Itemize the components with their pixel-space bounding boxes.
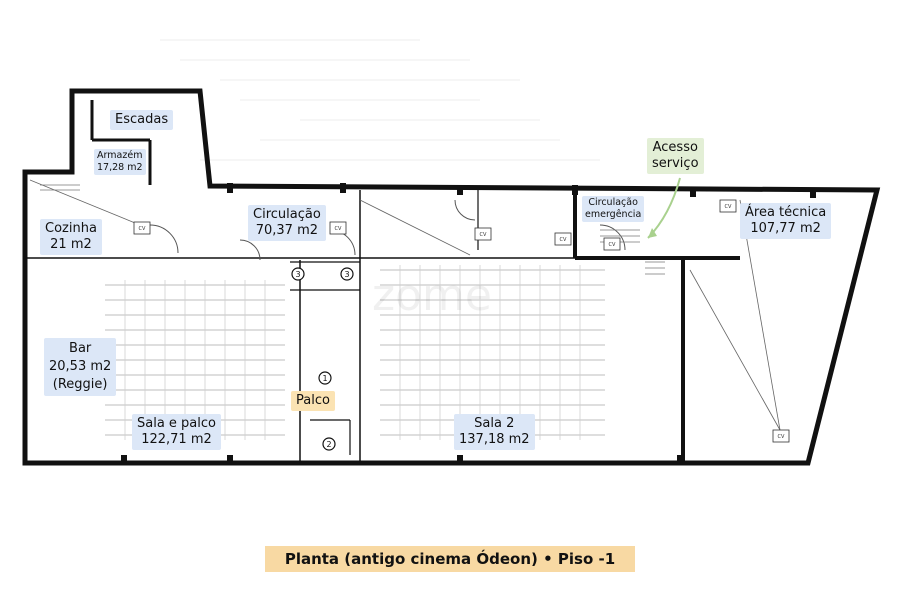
- watermark: zome: [372, 270, 492, 321]
- room-name: Armazém: [97, 150, 143, 161]
- cv-tag: CV: [725, 204, 732, 210]
- room-name: Cozinha: [45, 221, 97, 236]
- background-sketch: [160, 39, 600, 161]
- cv-tag: CV: [480, 232, 487, 238]
- marker-number: 3: [344, 270, 349, 279]
- marker-number: 2: [326, 440, 331, 449]
- room-subtitle: (Reggie): [52, 377, 108, 392]
- room-area: 70,37 m2: [255, 223, 319, 238]
- label-armazem: Armazém 17,28 m2: [94, 149, 146, 175]
- room-name: Escadas: [115, 112, 169, 127]
- outer-wall: [22, 88, 881, 466]
- room-name: Circulação: [253, 207, 321, 222]
- marker-circle: [322, 437, 336, 451]
- marker-number: 3: [295, 270, 300, 279]
- cv-tag: CV: [560, 237, 567, 243]
- cv-boxes: CV CV CV CV CV CV CV: [133, 199, 790, 443]
- room-name: Sala 2: [474, 416, 515, 431]
- label-acesso-servico: Acesso serviço: [647, 138, 704, 174]
- label-palco: Palco: [291, 391, 335, 411]
- plan-caption: Planta (antigo cinema Ódeon) • Piso -1: [265, 546, 635, 572]
- label-circulacao-emergencia: Circulação emergência: [582, 196, 645, 222]
- cv-tag: CV: [609, 242, 616, 248]
- label-bar: Bar 20,53 m2 (Reggie): [44, 338, 117, 396]
- room-area: 17,28 m2: [97, 162, 143, 173]
- room-area: 21 m2: [50, 237, 92, 252]
- door-swings: [149, 199, 626, 261]
- label-area-tecnica: Área técnica 107,77 m2: [740, 203, 832, 239]
- room-area: 137,18 m2: [459, 432, 530, 447]
- label-cozinha: Cozinha 21 m2: [40, 219, 102, 255]
- marker-circle: [291, 267, 305, 281]
- room-name: Sala e palco: [137, 416, 216, 431]
- room-name: Área técnica: [745, 205, 827, 220]
- room-name: Circulação: [588, 197, 638, 208]
- label-escadas: Escadas: [110, 110, 174, 130]
- seating-cols-right: [399, 265, 581, 440]
- stair-hatching: [40, 184, 665, 275]
- room-subtitle: serviço: [652, 156, 699, 171]
- label-sala-2: Sala 2 137,18 m2: [454, 414, 535, 450]
- marker-circle: [318, 371, 332, 385]
- seating-rows-left: [105, 284, 285, 436]
- cv-tag: CV: [778, 434, 785, 440]
- marker-circle: [340, 267, 354, 281]
- room-area: 122,71 m2: [141, 432, 212, 447]
- seating-cols-left: [124, 280, 266, 440]
- room-name: Bar: [69, 341, 92, 356]
- label-circulacao: Circulação 70,37 m2: [248, 205, 326, 241]
- cv-tag: CV: [139, 226, 146, 232]
- numbered-markers: 3 3 1 2: [291, 267, 354, 451]
- wall-columns: [121, 183, 816, 465]
- room-name: Palco: [296, 393, 330, 408]
- room-name: Acesso: [652, 140, 698, 155]
- label-sala-palco: Sala e palco 122,71 m2: [132, 414, 221, 450]
- room-area: 20,53 m2: [49, 359, 112, 374]
- room-area: 107,77 m2: [750, 221, 821, 236]
- marker-number: 1: [322, 374, 327, 383]
- cv-tag: CV: [335, 226, 342, 232]
- access-arrow-head: [648, 228, 657, 238]
- room-subtitle: emergência: [585, 209, 642, 220]
- interior-walls: [25, 100, 740, 463]
